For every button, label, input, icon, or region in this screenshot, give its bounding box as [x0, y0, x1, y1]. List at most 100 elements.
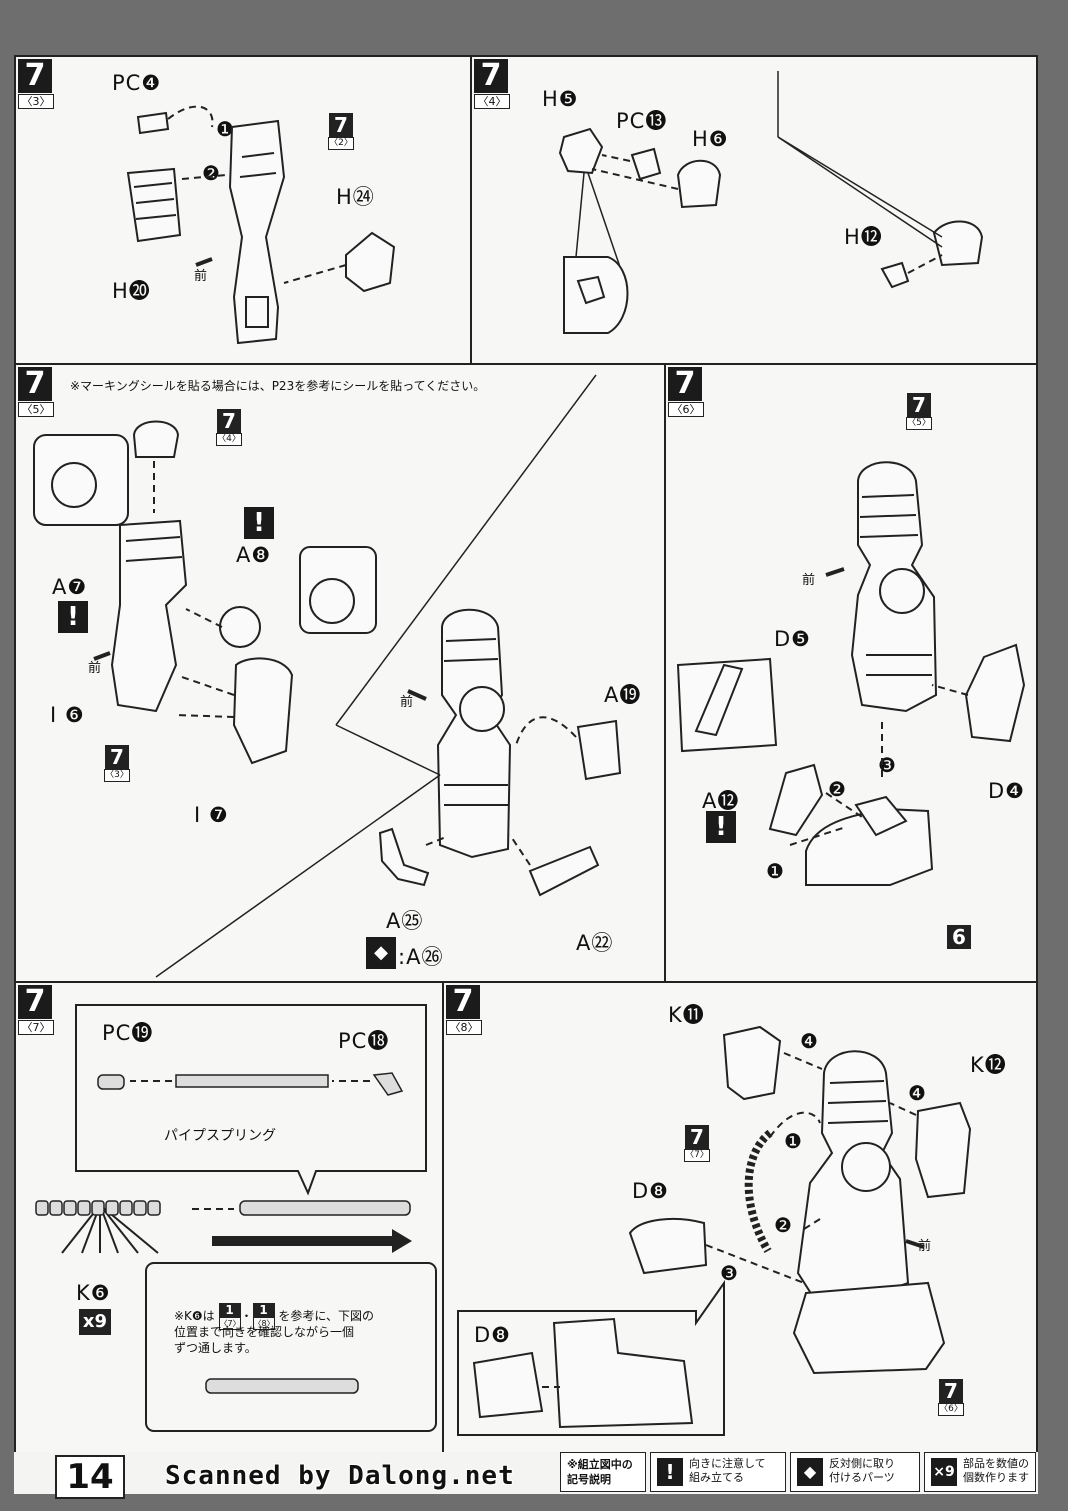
- label-h24: H㉔: [336, 185, 375, 209]
- legend-title: ※組立図中の 記号説明: [560, 1452, 646, 1492]
- label-pc4: PC❹: [112, 71, 162, 95]
- arrow-step-4a: ❹: [800, 1029, 818, 1053]
- label-d5: D❺: [774, 627, 811, 651]
- note-ref-7: 1 〈7〉: [218, 1303, 241, 1330]
- spring-with-k6: [205, 1378, 359, 1394]
- quantity-x9: x9: [78, 1309, 112, 1335]
- arrow-step-1: ❶: [216, 117, 234, 141]
- count-icon: ×9: [931, 1458, 957, 1486]
- label-h5: H❺: [542, 87, 579, 111]
- label-a22: A㉒: [576, 931, 614, 955]
- orientation-warning-icon: !: [706, 811, 736, 843]
- label-k6: K❻: [76, 1281, 111, 1305]
- body-on-base-drawing: [676, 461, 1026, 886]
- label-pc13: PC⓭: [616, 109, 668, 133]
- h12-socket: [932, 220, 984, 267]
- label-a25: A㉕: [386, 909, 424, 933]
- h24-part: [345, 231, 396, 293]
- h12-part: [880, 261, 910, 289]
- label-k12: K⓬: [970, 1053, 1007, 1077]
- label-d4: D❹: [988, 779, 1025, 803]
- label-a8: A❽: [236, 543, 272, 567]
- step-badge: 7 〈3〉: [18, 59, 54, 109]
- mirror-part-icon: ◆: [366, 937, 396, 969]
- legend-count: ×9 部品を数値の 個数作ります: [924, 1452, 1036, 1492]
- panel-step-7-8: 7 〈8〉 K⓫ K⓬ D❽ D❽ 前 7 〈7〉 7 〈6〉 ❶ ❷ ❸ ❹ …: [442, 981, 1038, 1454]
- label-k11: K⓫: [668, 1003, 705, 1027]
- pipe-spring: [175, 1074, 329, 1088]
- k12-part: [914, 1101, 972, 1199]
- arrow-step-2: ❷: [774, 1213, 792, 1237]
- pipe-spring-label: パイプスプリング: [164, 1128, 276, 1144]
- pc4-part: [136, 111, 170, 135]
- label-i6: I ❻: [50, 703, 85, 727]
- i7-part: [232, 657, 294, 765]
- note-box: [145, 1262, 437, 1432]
- h6-part: [676, 159, 722, 209]
- upper-body: [436, 608, 512, 859]
- ref-step-7-7: 7 〈7〉: [684, 1125, 710, 1162]
- label-a26: :A㉖: [398, 945, 444, 969]
- d4-part: [964, 643, 1026, 743]
- label-h6: H❻: [692, 127, 729, 151]
- k6-note-line1: ※K❻は 1 〈7〉 ・ 1 〈8〉 を参考に、下図の: [174, 1303, 375, 1330]
- panel-step-7-6: 7 〈6〉 7 〈5〉 前 D❺ A⓬ ! D❹ 6 ❶ ❷ ❸: [664, 363, 1038, 983]
- panel-step-7-3: 7 〈3〉 PC❹ H⓴ H㉔ 前 7 〈2〉 ❶ ❷: [14, 55, 472, 365]
- label-a7: A❼: [52, 575, 88, 599]
- arrow-step-3: ❸: [720, 1261, 738, 1285]
- k11-part: [722, 1025, 782, 1101]
- front-label: 前: [194, 269, 208, 284]
- a8-part: [219, 606, 261, 648]
- front-label-c: 前: [400, 695, 414, 710]
- arrow-step-1: ❶: [766, 859, 784, 883]
- k6-note-line2: 位置まで向きを確認しながら一個: [174, 1325, 355, 1339]
- callout-box: [75, 1004, 427, 1196]
- label-h20: H⓴: [112, 279, 151, 303]
- head-joint-drawing: [558, 71, 984, 334]
- step-sub: 〈3〉: [18, 94, 54, 109]
- pc18-part: [372, 1072, 404, 1096]
- panel-step-7-4: 7 〈4〉 H❺ PC⓭ H❻ H⓬: [470, 55, 1038, 365]
- page-number: 14: [55, 1455, 125, 1499]
- arrow-step-2: ❷: [828, 777, 846, 801]
- h20-part: [126, 167, 182, 243]
- step-badge: 7 〈8〉: [446, 985, 482, 1035]
- arrow-step-2: ❷: [202, 161, 220, 185]
- panel-step-7-5: 7 〈5〉 ※マーキングシールを貼る場合には、P23を参考にシールを貼ってくださ…: [14, 363, 666, 983]
- base-part-number: 6: [946, 925, 972, 949]
- legend-orientation: ! 向きに注意して 組み立てる: [650, 1452, 786, 1492]
- ref-step-7-3: 7 〈3〉: [104, 745, 130, 782]
- base-platform: [792, 1281, 946, 1375]
- scan-watermark: Scanned by Dalong.net: [165, 1461, 515, 1491]
- d8-part: [628, 1217, 708, 1275]
- step-badge: 7 〈7〉: [18, 985, 54, 1035]
- step-badge: 7 〈4〉: [474, 59, 510, 109]
- legend-mirror: ◆ 反対側に取り 付けるパーツ: [790, 1452, 920, 1492]
- a22-part: [528, 845, 600, 897]
- a12-part: [768, 763, 824, 837]
- label-i7: I ❼: [194, 803, 229, 827]
- step-badge: 7 〈6〉: [668, 367, 704, 417]
- d8-detail-part: [472, 1351, 544, 1419]
- k6-note-line3: ずつ通します。: [174, 1341, 257, 1355]
- front-label: 前: [918, 1239, 932, 1254]
- joint-part-top: [132, 420, 180, 458]
- step-badge: 7 〈5〉: [18, 367, 54, 417]
- pipe-spring-installed: [744, 1129, 773, 1254]
- marking-sticker-note: ※マーキングシールを貼る場合には、P23を参考にシールを貼ってください。: [70, 379, 486, 393]
- ref-step-7-4: 7 〈4〉: [216, 409, 242, 446]
- detail-inset-frame: [457, 1279, 725, 1436]
- arrow-step-1: ❶: [784, 1129, 802, 1153]
- ref-step-7-2: 7 〈2〉: [328, 113, 354, 150]
- front-label: 前: [802, 573, 816, 588]
- pipe-spring-drawing: [35, 1004, 437, 1432]
- label-d8: D❽: [632, 1179, 669, 1203]
- step-number: 7: [18, 59, 52, 93]
- pc19-part: [97, 1074, 125, 1090]
- label-a12: A⓬: [702, 789, 740, 813]
- torso-assembly-drawing: [33, 374, 622, 978]
- torso-core: [110, 519, 188, 713]
- label-h12: H⓬: [844, 225, 883, 249]
- pc13-part: [630, 147, 662, 181]
- label-a19: A⓳: [604, 683, 642, 707]
